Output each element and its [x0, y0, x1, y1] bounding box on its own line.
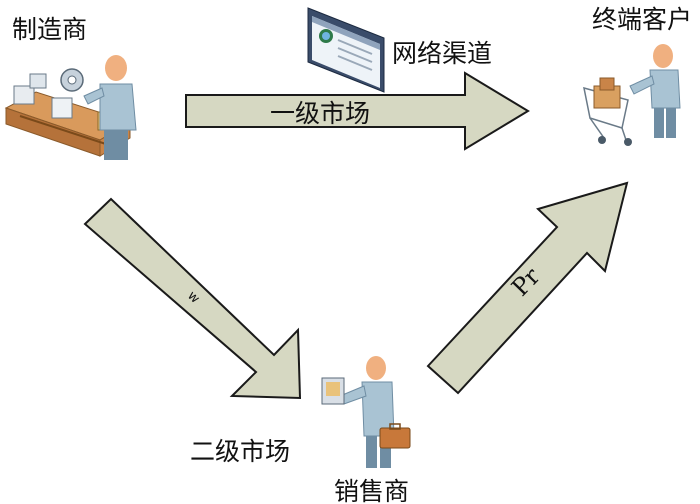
secondary-market-label: 二级市场: [190, 437, 291, 466]
dealer-label: 销售商: [334, 477, 410, 504]
online-channel-icon: [307, 7, 385, 93]
secondary-market-arrow: [83, 197, 302, 400]
dealer-icon: [321, 356, 411, 468]
online-channel-label: 网络渠道: [392, 39, 493, 68]
pr-arrow: [426, 181, 629, 395]
end-customer-label: 终端客户: [592, 5, 693, 34]
end-customer-icon: [583, 44, 681, 146]
primary-market-label: 一级市场: [270, 99, 371, 128]
manufacturer-icon: [4, 55, 137, 160]
primary-market-arrow: [185, 71, 530, 151]
manufacturer-label: 制造商: [12, 15, 88, 44]
